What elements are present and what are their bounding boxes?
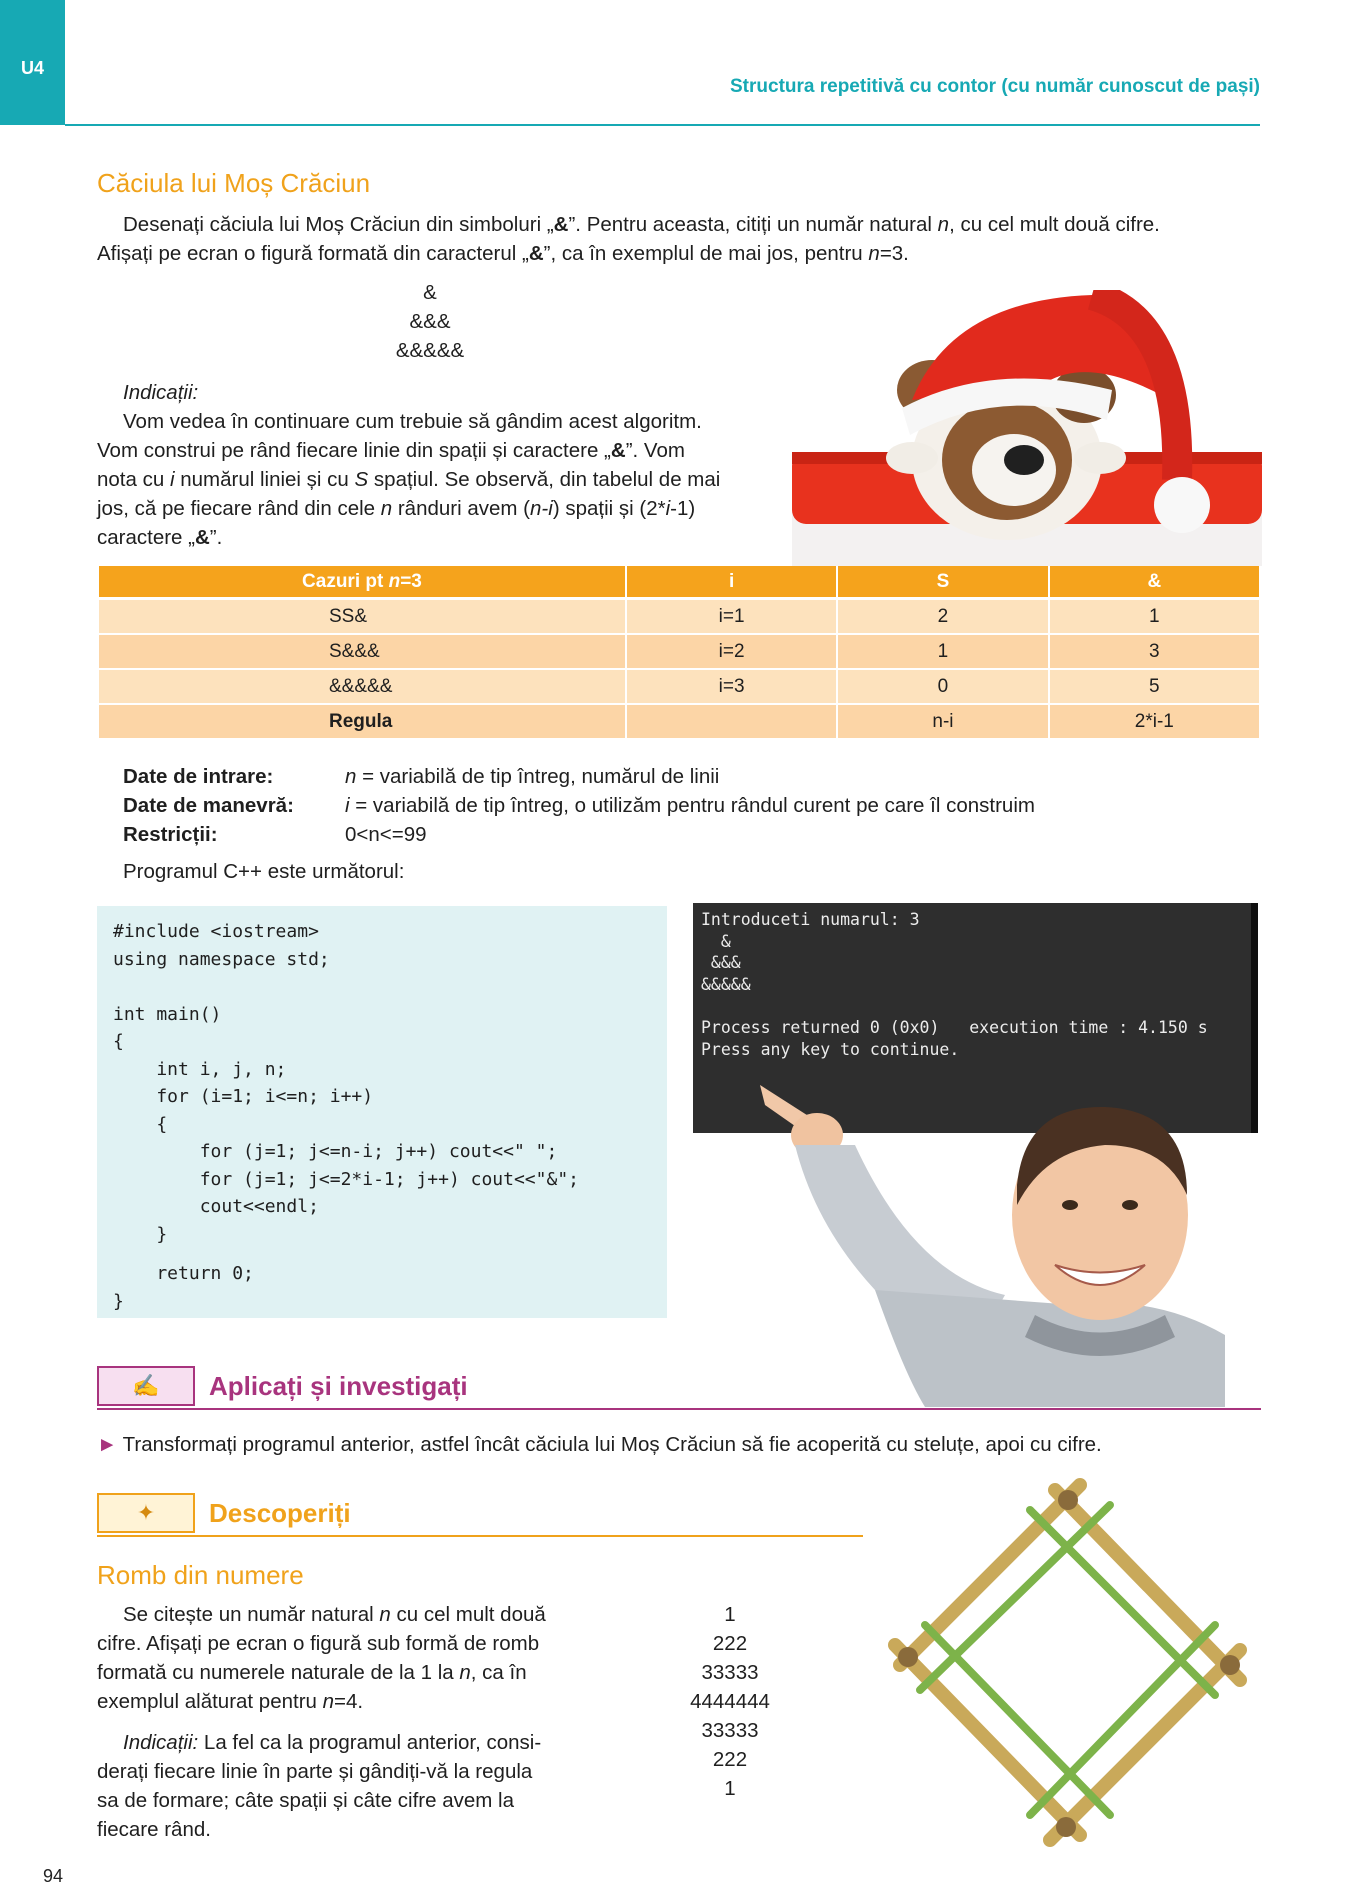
table-cell: 0 — [838, 670, 1048, 705]
table-cell: i=1 — [626, 600, 837, 635]
section-title-rhombus: Romb din numere — [97, 1560, 304, 1590]
code-line: for (i=1; i<=n; i++) — [113, 1086, 374, 1107]
hand-writing-icon: ✍ — [97, 1366, 195, 1406]
hat-example: & &&& &&&&& — [330, 278, 530, 365]
unit-tab: U4 — [0, 0, 65, 125]
table-row: S&&& i=2 1 3 — [99, 635, 1259, 670]
table-row: &&&&& i=3 0 5 — [99, 670, 1259, 705]
code-line: cout<<endl; — [113, 1196, 319, 1217]
table-cell: S&&& — [99, 635, 625, 670]
restrictions-row: Restricții: 0<n<=99 — [123, 823, 427, 846]
rhombus-example: 1 222 33333 4444444 33333 222 1 — [645, 1600, 815, 1803]
console-line — [701, 995, 1243, 1017]
apply-section-rule — [97, 1408, 1261, 1410]
program-intro: Programul C++ este următorul: — [123, 860, 405, 883]
table-cell: 5 — [1049, 670, 1259, 705]
rhombus-line: 33333 — [701, 1719, 759, 1742]
code-line: { — [113, 1113, 168, 1135]
console-line: &&&&& — [701, 974, 751, 994]
console-line: Press any key to continue. — [701, 1039, 960, 1059]
hint-paragraph: Indicații: Vom vedea în continuare cum t… — [97, 381, 721, 549]
discover-section-rule — [97, 1535, 863, 1537]
table-cell: 2 — [838, 600, 1048, 635]
code-line: for (j=1; j<=n-i; j++) cout<<" "; — [113, 1141, 558, 1162]
table-header-row: Cazuri pt n=3 i S & — [99, 566, 1259, 600]
table-row: SS& i=1 2 1 — [99, 600, 1259, 635]
bullet-arrow-icon: ► — [97, 1433, 118, 1456]
rhombus-line: 222 — [712, 1632, 748, 1655]
code-line — [113, 973, 651, 1001]
code-line: using namespace std; — [113, 948, 330, 970]
code-line: return 0; — [113, 1263, 254, 1284]
console-line: &&& — [701, 953, 741, 973]
table-cell — [626, 705, 837, 740]
table-cell: i=2 — [626, 635, 837, 670]
console-line: & — [701, 931, 731, 951]
apply-section-header: ✍ Aplicați și investigați — [97, 1366, 468, 1406]
example-line: &&&&& — [395, 339, 465, 362]
code-line — [113, 1248, 651, 1260]
dog-santa-hat-image — [792, 290, 1262, 566]
data-definitions: Date de intrare: n = variabilă de tip în… — [123, 762, 1035, 886]
boy-pointing-image — [760, 1085, 1225, 1407]
rhombus-paragraph: Se citește un număr natural n cu cel mul… — [97, 1603, 546, 1841]
table-cell: n-i — [838, 705, 1048, 740]
bamboo-rhombus-image — [888, 1478, 1247, 1847]
code-listing: #include <iostream> using namespace std;… — [97, 906, 667, 1318]
table-cell: 1 — [838, 635, 1048, 670]
code-line: } — [113, 1223, 168, 1245]
page-number: 94 — [43, 1866, 64, 1886]
table-header-cell: S — [838, 566, 1048, 600]
code-line: for (j=1; j<=2*i-1; j++) cout<<"&"; — [113, 1168, 579, 1190]
code-line: int main() — [113, 1003, 222, 1025]
table-cell: SS& — [99, 600, 625, 635]
code-line: } — [113, 1290, 124, 1312]
telescope-icon: ✦ — [97, 1493, 195, 1533]
code-line: { — [113, 1031, 124, 1052]
header-rule — [65, 124, 1260, 126]
code-line: int i, j, n; — [113, 1058, 287, 1080]
table-header-cell: Cazuri pt n=3 — [99, 566, 625, 600]
rhombus-line: 1 — [724, 1777, 736, 1800]
console-line: Process returned 0 (0x0) execution time … — [701, 1017, 1208, 1037]
rhombus-line: 4444444 — [690, 1690, 770, 1713]
apply-task: ► Transformați programul anterior, astfe… — [97, 1433, 1102, 1456]
rhombus-line: 1 — [724, 1603, 736, 1626]
rhombus-line: 33333 — [701, 1661, 759, 1684]
console-line: Introduceti numarul: 3 — [701, 910, 920, 929]
table-cell: 2*i-1 — [1049, 705, 1259, 740]
example-line: & — [423, 281, 437, 304]
table-rule-row: Regula n-i 2*i-1 — [99, 705, 1259, 740]
cases-table: Cazuri pt n=3 i S & SS& i=1 2 1 S&&& i=2… — [97, 566, 1261, 740]
table-header-cell: & — [1049, 566, 1259, 600]
work-data-row: Date de manevră: i = variabilă de tip în… — [123, 794, 1035, 817]
console-output: Introduceti numarul: 3 & &&& &&&&& Proce… — [693, 903, 1258, 1133]
running-title: Structura repetitivă cu contor (cu număr… — [730, 76, 1260, 97]
table-cell: Regula — [99, 705, 625, 740]
table-cell: 1 — [1049, 600, 1259, 635]
input-data-row: Date de intrare: n = variabilă de tip în… — [123, 765, 720, 788]
code-line: #include <iostream> — [113, 921, 319, 942]
rhombus-line: 222 — [712, 1748, 748, 1771]
table-cell: &&&&& — [99, 670, 625, 705]
table-cell: i=3 — [626, 670, 837, 705]
discover-section-header: ✦ Descoperiți — [97, 1493, 351, 1533]
table-cell: 3 — [1049, 635, 1259, 670]
section-title-santa-hat: Căciula lui Moș Crăciun — [97, 168, 371, 198]
example-line: &&& — [409, 310, 451, 333]
table-header-cell: i — [626, 566, 837, 600]
intro-paragraph: Desenați căciula lui Moș Crăciun din sim… — [97, 213, 1160, 265]
